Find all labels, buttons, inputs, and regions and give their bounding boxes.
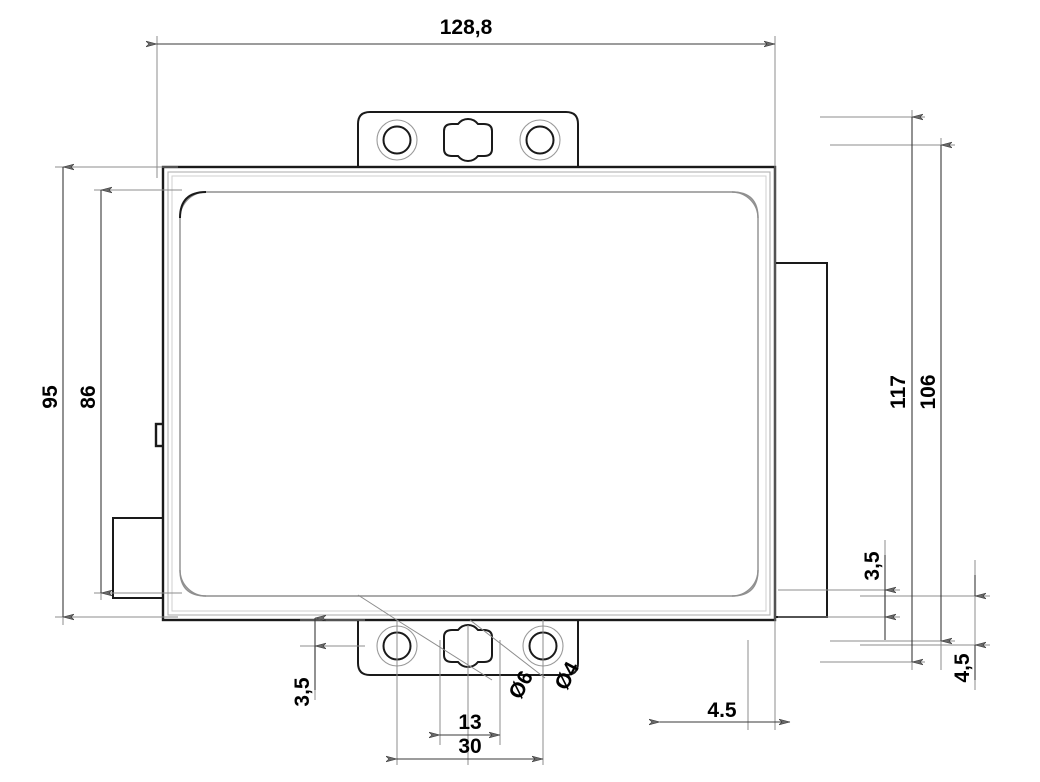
top-mounting-tab [357,111,579,169]
keyhole-slot-top [443,117,493,163]
display-corner-top-left [179,191,207,219]
main-housing-inner-offset-2 [171,175,767,612]
right-connector-block [774,262,828,618]
dim-offset-45-bottom: 4.5 [707,699,737,722]
dim-offset-35-right: 3,5 [861,551,884,581]
dim-offset-35-left: 3,5 [291,677,314,707]
dimension-lines [62,44,975,759]
display-corner-top-right [731,191,759,219]
dim-spacing-30: 30 [458,735,481,758]
hole-top-left [382,125,412,155]
dim-height-95: 95 [39,385,62,409]
hole-outer-ring-top-right [519,119,561,161]
left-connector-block [112,517,166,599]
dim-height-117: 117 [887,375,910,409]
dim-offset-45-right: 4,5 [951,653,974,683]
dim-height-86: 86 [77,385,100,408]
dim-overall-width: 128,8 [440,16,493,39]
hole-outer-ring-top-left [376,119,418,161]
dim-slot-13: 13 [458,711,481,734]
main-housing-inner-offset [167,171,771,616]
display-bezel-outline [179,191,759,597]
device-geometry [112,111,828,676]
hole-top-right [525,125,555,155]
display-corner-bottom-left [179,569,207,597]
display-corner-bottom-right [731,569,759,597]
dim-height-106: 106 [917,374,940,409]
dimension-labels: 128,8 95 86 117 106 3,5 4,5 3,5 13 30 4.… [39,16,974,758]
